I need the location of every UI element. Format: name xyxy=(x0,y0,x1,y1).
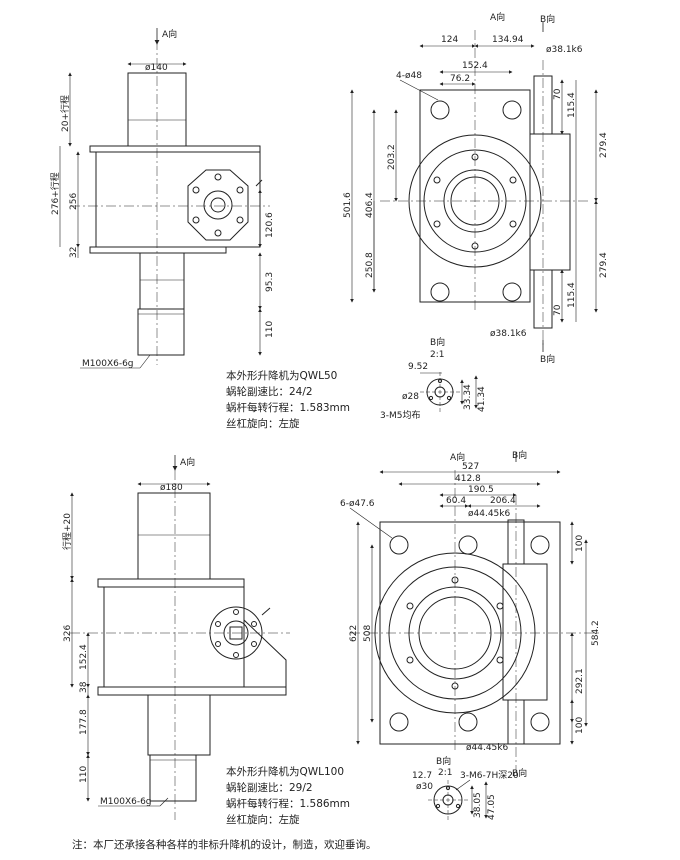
footer-note: 注：本厂还承接各种各样的非标升降机的设计，制造，欢迎垂询。 xyxy=(72,839,377,851)
dim-total-height: 276+行程 xyxy=(49,172,61,215)
qwl100-plan-view xyxy=(349,452,600,770)
dim-diameter-28: ø28 xyxy=(402,392,419,402)
dim-41-34: 41.34 xyxy=(477,386,487,412)
dim-203-2: 203.2 xyxy=(387,144,397,170)
qwl100-detail-b xyxy=(428,779,488,820)
dim-input-height: 120.6 xyxy=(265,212,275,238)
dim-body-height-2: 326 xyxy=(63,625,73,642)
qwl50-plan-view xyxy=(350,22,598,352)
dim-292-1: 292.1 xyxy=(575,668,585,694)
dim-501-6: 501.6 xyxy=(343,192,353,218)
dim-body-height: 256 xyxy=(69,193,79,210)
dim-115-4-top: 115.4 xyxy=(567,92,577,118)
qwl50-front-labels: A向 ø140 20+行程 276+行程 256 32 120.6 95.3 1… xyxy=(49,28,275,369)
dim-508: 508 xyxy=(363,625,373,642)
shaft-bottom-diameter-2: ø44.45k6 xyxy=(466,743,508,753)
dim-diameter-30: ø30 xyxy=(416,782,433,792)
detail-b-title-2: B向 xyxy=(436,755,451,767)
dim-412-8: 412.8 xyxy=(455,474,481,484)
dim-lower-height: 95.3 xyxy=(265,272,275,292)
dim-124: 124 xyxy=(441,35,458,45)
dim-47-05: 47.05 xyxy=(487,794,497,820)
dim-100-bottom: 100 xyxy=(575,717,585,734)
qwl50-front-view xyxy=(59,28,270,369)
qwl50-detail-labels: B向 2:1 9.52 ø28 33.34 41.34 3-M5均布 xyxy=(380,336,487,421)
dim-top-diameter-2: ø180 xyxy=(160,483,183,493)
dim-thread-length-2: 110 xyxy=(79,766,89,783)
dim-38-05: 38.05 xyxy=(473,792,483,818)
dim-flange-height: 32 xyxy=(69,247,79,258)
dim-60-4: 60.4 xyxy=(446,496,466,506)
spec-ratio-2: 蜗轮副速比：29/2 xyxy=(226,782,313,794)
dim-100-top: 100 xyxy=(575,535,585,552)
qwl100-spec-block: 本外形升降机为QWL100 蜗轮副速比：29/2 蜗杆每转行程：1.586mm … xyxy=(226,764,350,828)
spec-stroke-per-turn: 蜗杆每转行程：1.583mm xyxy=(226,402,351,414)
qwl50-spec-block: 本外形升降机为QWL50 蜗轮副速比：24/2 蜗杆每转行程：1.583mm 丝… xyxy=(226,368,350,432)
dim-9-52: 9.52 xyxy=(408,362,428,372)
spec-thread-direction-2: 丝杠旋向：左旋 xyxy=(226,814,300,826)
plan-b-bottom-label-2: B向 xyxy=(512,767,527,779)
dim-527: 527 xyxy=(462,462,479,472)
dim-406-4: 406.4 xyxy=(365,192,375,218)
dim-33-34: 33.34 xyxy=(463,384,473,410)
dim-584-2: 584.2 xyxy=(591,620,601,646)
view-a-label-2: A向 xyxy=(180,456,195,468)
dim-top-diameter: ø140 xyxy=(145,63,168,73)
qwl50-plan-labels: A向 B向 124 134.94 ø38.1k6 4-ø48 152.4 76.… xyxy=(343,11,609,365)
detail-scale-2: 2:1 xyxy=(438,768,452,778)
spec-ratio: 蜗轮副速比：24/2 xyxy=(226,386,313,398)
shaft-top-diameter: ø38.1k6 xyxy=(546,45,583,55)
holes-spec-2: 6-ø47.6 xyxy=(340,499,375,509)
dim-190-5: 190.5 xyxy=(468,485,494,495)
dim-152-4: 152.4 xyxy=(462,61,488,71)
dim-279-4-bottom: 279.4 xyxy=(599,252,609,278)
dim-thread-length: 110 xyxy=(265,321,275,338)
qwl50-detail-b xyxy=(420,372,478,412)
dim-250-8: 250.8 xyxy=(365,252,375,278)
shaft-top-diameter-2: ø44.45k6 xyxy=(468,509,510,519)
dim-stroke-2: 行程+20 xyxy=(61,513,73,550)
dim-lower-2: 177.8 xyxy=(79,709,89,735)
spec-stroke-per-turn-2: 蜗杆每转行程：1.586mm xyxy=(226,798,351,810)
thread-spec: M100X6-6g xyxy=(82,359,134,369)
spec-model-2: 本外形升降机为QWL100 xyxy=(226,766,345,778)
dim-622: 622 xyxy=(349,625,359,642)
dim-70-top: 70 xyxy=(553,88,563,100)
dim-206-4: 206.4 xyxy=(490,496,516,506)
dim-12-7: 12.7 xyxy=(412,771,432,781)
qwl100-detail-labels: B向 2:1 12.7 ø30 38.05 47.05 3-M6-7H深20 xyxy=(412,755,519,820)
plan-b-top-label-2: B向 xyxy=(512,449,527,461)
dim-134-94: 134.94 xyxy=(492,35,524,45)
thread-spec-2: M100X6-6g xyxy=(100,797,152,807)
plan-b-bottom-label: B向 xyxy=(540,353,555,365)
plan-a-label: A向 xyxy=(490,11,505,23)
dim-stroke: 20+行程 xyxy=(59,95,71,132)
plan-a-label-2: A向 xyxy=(450,451,465,463)
qwl100-plan-labels: A向 B向 527 412.8 190.5 60.4 206.4 6-ø47.6… xyxy=(340,449,601,779)
detail-holes: 3-M5均布 xyxy=(380,409,420,421)
detail-holes-2: 3-M6-7H深20 xyxy=(460,770,519,781)
dim-flange-2: 38 xyxy=(79,681,89,693)
spec-thread-direction: 丝杠旋向：左旋 xyxy=(226,418,300,430)
view-a-label: A向 xyxy=(162,28,177,40)
dim-76-2: 76.2 xyxy=(450,74,470,84)
qwl100-front-labels: A向 ø180 行程+20 326 152.4 38 177.8 110 M10… xyxy=(61,456,195,807)
holes-spec: 4-ø48 xyxy=(396,71,422,81)
detail-b-title: B向 xyxy=(430,336,445,348)
shaft-bottom-diameter: ø38.1k6 xyxy=(490,329,527,339)
qwl100-front-view xyxy=(70,455,290,820)
dim-279-4-top: 279.4 xyxy=(599,132,609,158)
detail-scale: 2:1 xyxy=(430,350,444,360)
dim-mid-2: 152.4 xyxy=(79,644,89,670)
spec-model: 本外形升降机为QWL50 xyxy=(226,370,338,382)
dim-70-bottom: 70 xyxy=(553,304,563,316)
dim-115-4-bottom: 115.4 xyxy=(567,282,577,308)
plan-b-top-label: B向 xyxy=(540,13,555,25)
